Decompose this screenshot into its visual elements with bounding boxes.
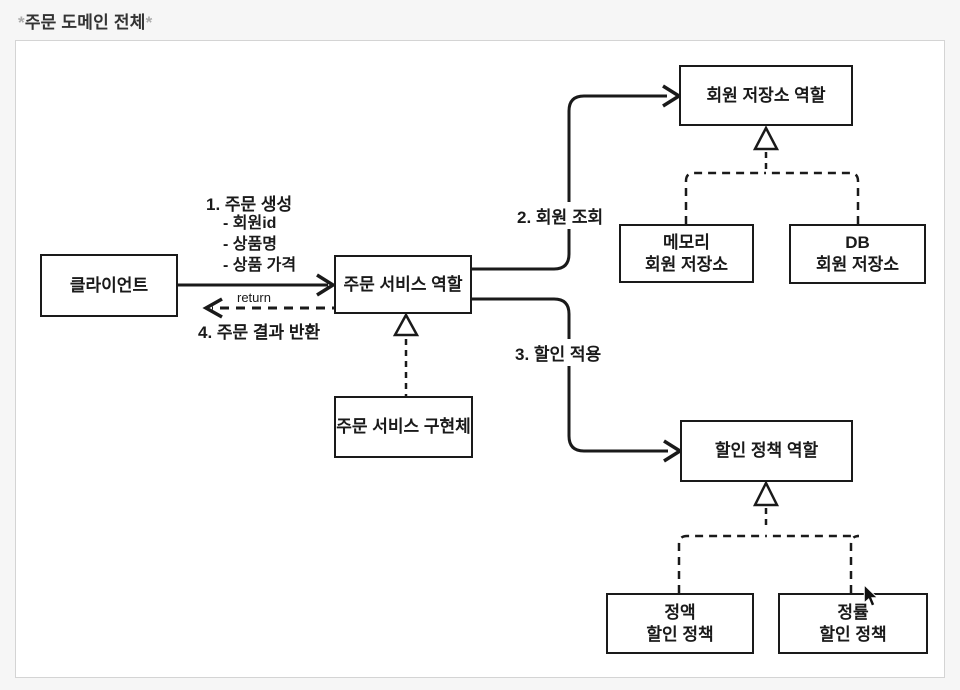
node-memory-member-repo: 메모리 회원 저장소 (619, 224, 754, 283)
node-rate-discount-policy: 정률 할인 정책 (778, 593, 928, 654)
generalization-triangle-discount-policy (752, 480, 780, 507)
node-fixed-discount-policy: 정액 할인 정책 (606, 593, 754, 654)
generalization-triangle-order-service (392, 312, 420, 337)
title-text: 주문 도메인 전체 (24, 13, 146, 32)
label-step2: 2. 회원 조회 (514, 202, 607, 229)
diagram-panel: 클라이언트 주문 서비스 역할 주문 서비스 구현체 회원 저장소 역할 메모리… (15, 40, 945, 678)
label-step1-params: - 회원id - 상품명 - 상품 가격 (223, 215, 297, 274)
realization-db-member-repo (766, 171, 860, 224)
arrow-order-create-head (316, 273, 337, 297)
node-order-service-role: 주문 서비스 역할 (334, 255, 472, 314)
diagram-canvas (178, 84, 860, 593)
realization-fixed-discount-policy (677, 534, 766, 593)
mouse-cursor-icon (863, 585, 879, 607)
label-return: return (237, 290, 271, 305)
title-asterisk-right: * (145, 13, 153, 32)
arrow-discount-apply-line (472, 297, 668, 453)
arrow-return-head (202, 297, 223, 319)
node-order-service-impl: 주문 서비스 구현체 (334, 396, 473, 458)
generalization-triangle-member-repo (752, 125, 780, 151)
label-step4: 4. 주문 결과 반환 (198, 323, 321, 342)
node-member-repo-role: 회원 저장소 역할 (679, 65, 853, 126)
page-title: *주문 도메인 전체* (18, 8, 152, 33)
label-step1: 1. 주문 생성 (206, 195, 293, 214)
realization-memory-member-repo (684, 171, 766, 224)
label-step3: 3. 할인 적용 (512, 339, 605, 366)
title-asterisk-left: * (18, 13, 25, 32)
realization-rate-discount-policy (766, 534, 860, 593)
node-client: 클라이언트 (40, 254, 178, 317)
node-db-member-repo: DB 회원 저장소 (789, 224, 926, 284)
arrow-member-lookup-line (472, 94, 667, 271)
node-discount-policy-role: 할인 정책 역할 (680, 420, 853, 482)
